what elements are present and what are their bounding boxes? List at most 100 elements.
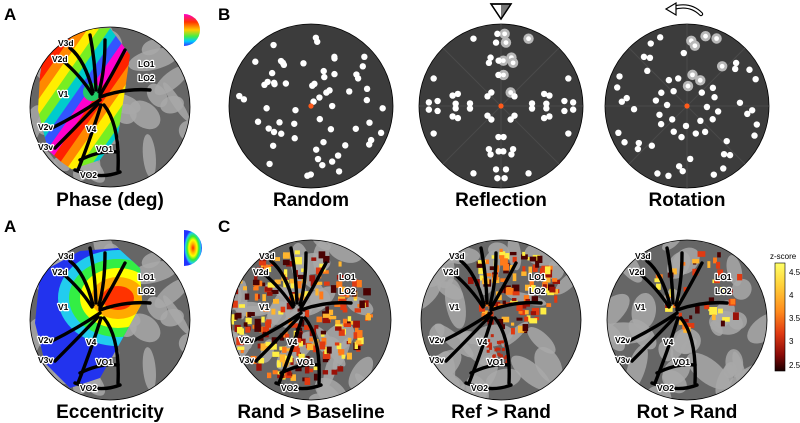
svg-text:V3v: V3v: [38, 355, 53, 365]
roi-label-vo2-eccentricity: VO2: [80, 383, 97, 393]
roi-label-vo1-phase: VO1: [96, 144, 113, 154]
roi-label-vo1-rot-rand: VO1: [673, 357, 690, 367]
roi-label-v2v-ref-rand: V2v: [429, 335, 444, 345]
roi-label-lo2-eccentricity: LO2: [138, 286, 155, 296]
svg-text:VO2: VO2: [281, 383, 298, 393]
roi-borders-phase: V3dV3dV2dV2dV1V1V2vV2vV3vV3vV4V4VO1VO1VO…: [37, 33, 156, 181]
roi-label-v2v-phase: V2v: [38, 122, 53, 132]
roi-label-v3v-ref-rand: V3v: [429, 355, 444, 365]
colorbar-tick-4: 2.5: [789, 361, 800, 370]
reflection-axis-icon: [489, 3, 513, 21]
svg-text:V3d: V3d: [449, 251, 465, 261]
panel-letter-c: C: [218, 217, 230, 236]
svg-text:LO1: LO1: [529, 272, 546, 282]
caption-rand-baseline: Rand > Baseline: [237, 402, 384, 423]
caption-eccentricity: Eccentricity: [56, 402, 164, 423]
colorbar-tick-0: 4.5: [789, 268, 800, 277]
svg-text:LO2: LO2: [339, 286, 356, 296]
roi-label-lo2-ref-rand: LO2: [529, 286, 546, 296]
roi-overlays: V3dV3dV2dV2dV1V1V2vV2vV3vV3vV4V4VO1VO1VO…: [37, 33, 733, 394]
caption-random: Random: [273, 190, 349, 211]
roi-label-v3v-eccentricity: V3v: [38, 355, 53, 365]
svg-text:VO1: VO1: [96, 357, 113, 367]
roi-label-v2v-rot-rand: V2v: [615, 335, 630, 345]
rotation-arrow-icon: [664, 1, 704, 17]
svg-text:VO1: VO1: [297, 357, 314, 367]
fixation-dot: [498, 103, 504, 109]
svg-text:LO1: LO1: [138, 272, 155, 282]
svg-text:LO1: LO1: [339, 272, 356, 282]
svg-text:V3d: V3d: [58, 38, 74, 48]
svg-text:V1: V1: [449, 302, 460, 312]
caption-rotation: Rotation: [648, 190, 725, 211]
roi-label-vo2-ref-rand: VO2: [471, 383, 488, 393]
roi-label-v3d-phase: V3d: [58, 38, 74, 48]
roi-borders-ref-rand: V3dV3dV2dV2dV1V1V2vV2vV3vV3vV4V4VO1VO1VO…: [428, 246, 547, 394]
svg-text:LO2: LO2: [138, 73, 155, 83]
svg-text:V2d: V2d: [253, 267, 269, 277]
svg-text:LO2: LO2: [529, 286, 546, 296]
colorbar-tick-3: 3: [789, 337, 794, 346]
roi-label-v3v-phase: V3v: [38, 142, 53, 152]
colorbar-title: z-score: [770, 252, 797, 261]
svg-text:V2d: V2d: [443, 267, 459, 277]
roi-label-vo2-rand-baseline: VO2: [281, 383, 298, 393]
roi-label-v3d-rand-baseline: V3d: [259, 251, 275, 261]
roi-label-v4-phase: V4: [86, 124, 97, 134]
svg-text:V3v: V3v: [615, 355, 630, 365]
roi-borders-rot-rand: V3dV3dV2dV2dV1V1V2vV2vV3vV3vV4V4VO1VO1VO…: [614, 246, 733, 394]
roi-label-v1-rot-rand: V1: [635, 302, 646, 312]
roi-label-v2d-ref-rand: V2d: [443, 267, 459, 277]
svg-text:V2d: V2d: [52, 54, 68, 64]
svg-text:LO2: LO2: [715, 286, 732, 296]
roi-label-v4-rot-rand: V4: [663, 337, 674, 347]
roi-label-v3d-eccentricity: V3d: [58, 251, 74, 261]
svg-text:V1: V1: [58, 89, 69, 99]
svg-text:VO2: VO2: [657, 383, 674, 393]
svg-text:VO1: VO1: [96, 144, 113, 154]
colorbar-tick-1: 4: [789, 291, 794, 300]
roi-label-v2d-rand-baseline: V2d: [253, 267, 269, 277]
roi-label-v3v-rand-baseline: V3v: [239, 355, 254, 365]
roi-label-lo1-rand-baseline: LO1: [339, 272, 356, 282]
svg-text:V2v: V2v: [239, 335, 254, 345]
fixation-dot: [684, 103, 690, 109]
svg-text:V3v: V3v: [38, 142, 53, 152]
stimulus-examples: [228, 23, 770, 189]
roi-label-v2d-rot-rand: V2d: [629, 267, 645, 277]
phase-wedge-icon: [184, 14, 200, 46]
svg-text:V2v: V2v: [615, 335, 630, 345]
svg-text:V4: V4: [477, 337, 488, 347]
svg-text:V1: V1: [58, 302, 69, 312]
svg-text:V3d: V3d: [635, 251, 651, 261]
stimulus-random: [228, 23, 394, 189]
roi-label-vo2-rot-rand: VO2: [657, 383, 674, 393]
roi-label-v1-eccentricity: V1: [58, 302, 69, 312]
svg-text:V3v: V3v: [429, 355, 444, 365]
roi-label-vo2-phase: VO2: [80, 170, 97, 180]
roi-label-v1-ref-rand: V1: [449, 302, 460, 312]
colorbar-tick-2: 3.5: [789, 314, 800, 323]
roi-label-v3d-ref-rand: V3d: [449, 251, 465, 261]
svg-text:V2d: V2d: [52, 267, 68, 277]
svg-text:LO2: LO2: [138, 286, 155, 296]
roi-borders-eccentricity: V3dV3dV2dV2dV1V1V2vV2vV3vV3vV4V4VO1VO1VO…: [37, 246, 156, 394]
svg-text:VO1: VO1: [673, 357, 690, 367]
roi-label-lo1-eccentricity: LO1: [138, 272, 155, 282]
roi-label-vo1-ref-rand: VO1: [487, 357, 504, 367]
svg-text:V2v: V2v: [38, 122, 53, 132]
svg-text:VO2: VO2: [80, 170, 97, 180]
roi-label-v2d-phase: V2d: [52, 54, 68, 64]
svg-text:VO2: VO2: [80, 383, 97, 393]
panel-letter-b: B: [218, 5, 230, 24]
roi-label-v1-rand-baseline: V1: [259, 302, 270, 312]
roi-label-v2v-eccentricity: V2v: [38, 335, 53, 345]
svg-text:LO1: LO1: [715, 272, 732, 282]
roi-label-vo1-rand-baseline: VO1: [297, 357, 314, 367]
svg-text:V4: V4: [86, 337, 97, 347]
brain-disc-rot-rand: [606, 239, 768, 401]
svg-text:V2v: V2v: [38, 335, 53, 345]
roi-label-v4-rand-baseline: V4: [287, 337, 298, 347]
roi-borders-rand-baseline: V3dV3dV2dV2dV1V1V2vV2vV3vV3vV4V4VO1VO1VO…: [238, 246, 357, 394]
